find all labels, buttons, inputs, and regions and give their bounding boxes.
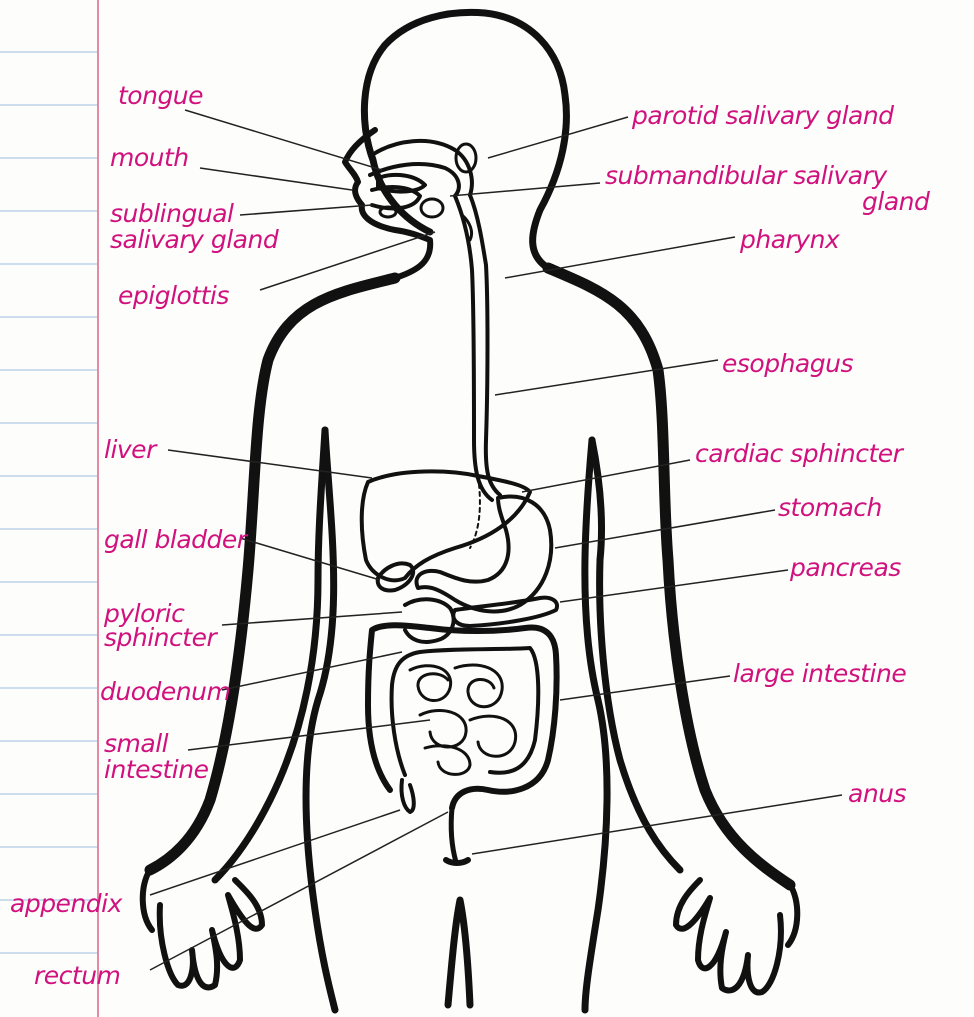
- label-pyloric-line2: sphincter: [104, 623, 218, 652]
- label-liver: liver: [104, 435, 158, 464]
- label-parotid: parotid salivary gland: [631, 101, 894, 130]
- label-cardiac-sphincter: cardiac sphincter: [695, 439, 905, 468]
- label-tongue: tongue: [118, 81, 203, 110]
- label-mouth: mouth: [110, 143, 189, 172]
- label-small-intestine-line2: intestine: [104, 755, 209, 784]
- label-submandibular-line1: submandibular salivary: [605, 161, 888, 190]
- label-rectum: rectum: [34, 961, 120, 990]
- label-large-intestine: large intestine: [733, 659, 906, 688]
- label-sublingual-line2: salivary gland: [110, 225, 279, 254]
- label-pharynx: pharynx: [739, 225, 840, 254]
- label-appendix: appendix: [10, 889, 123, 918]
- label-submandibular-line2: gland: [862, 187, 930, 216]
- label-small-intestine-line1: small: [104, 729, 169, 758]
- label-sublingual-line1: sublingual: [110, 199, 234, 228]
- label-pancreas: pancreas: [789, 553, 901, 582]
- label-gall-bladder: gall bladder: [104, 525, 249, 554]
- label-stomach: stomach: [778, 493, 882, 522]
- label-epiglottis: epiglottis: [118, 281, 229, 310]
- label-anus: anus: [848, 779, 907, 808]
- label-esophagus: esophagus: [722, 349, 853, 378]
- label-duodenum: duodenum: [100, 677, 230, 706]
